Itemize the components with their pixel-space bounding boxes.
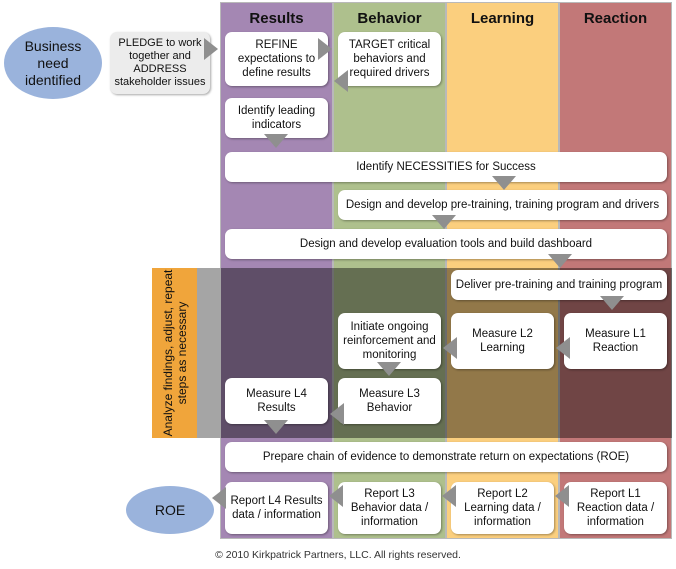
arrow-right-icon	[318, 38, 332, 60]
chain-of-evidence-box: Prepare chain of evidence to demonstrate…	[225, 442, 667, 472]
analyze-feedback-label: Analyze findings, adjust, repeat steps a…	[160, 269, 189, 437]
report-l3-text: Report L3 Behavior data / information	[350, 488, 429, 528]
arrow-down-icon	[377, 362, 401, 376]
business-need-ellipse: Business need identified	[4, 27, 102, 99]
report-l4-text: Report L4 Results data / information	[230, 495, 323, 521]
column-header-learning: Learning	[470, 10, 535, 27]
chain-of-evidence-text: Prepare chain of evidence to demonstrate…	[262, 451, 630, 463]
leading-indicators-box: Identify leading indicators	[225, 98, 328, 138]
leading-indicators-text: Identify leading indicators	[237, 105, 316, 131]
overlay-edge-strip	[197, 268, 221, 438]
pledge-box: PLEDGE to work together and ADDRESS stak…	[110, 32, 210, 94]
measure-l2-text: Measure L2 Learning	[472, 328, 533, 354]
arrow-left-icon	[556, 337, 570, 359]
necessities-text: Identify NECESSITIES for Success	[356, 161, 536, 173]
report-l4-box: Report L4 Results data / information	[225, 482, 328, 534]
arrow-right-icon	[204, 38, 218, 60]
design-evaluation-text: Design and develop evaluation tools and …	[299, 238, 593, 250]
arrow-down-icon	[600, 296, 624, 310]
roe-ellipse: ROE	[126, 486, 214, 534]
arrow-down-icon	[432, 215, 456, 229]
design-training-box: Design and develop pre-training, trainin…	[338, 190, 667, 220]
measure-l1-text: Measure L1 Reaction	[585, 328, 646, 354]
arrow-left-icon	[329, 485, 343, 507]
ongoing-reinforcement-text: Initiate ongoing reinforcement and monit…	[343, 321, 436, 361]
measure-l4-box: Measure L4 Results	[225, 378, 328, 424]
copyright-notice: © 2010 Kirkpatrick Partners, LLC. All ri…	[215, 549, 461, 561]
arrow-left-icon	[443, 337, 457, 359]
arrow-down-icon	[264, 134, 288, 148]
refine-text: REFINE expectations to define results	[237, 39, 316, 79]
report-l1-text: Report L1 Reaction data / information	[576, 488, 655, 528]
measure-l4-text: Measure L4 Results	[246, 388, 307, 414]
pledge-text: PLEDGE to work together and ADDRESS stak…	[114, 37, 206, 88]
arrow-left-icon	[330, 403, 344, 425]
necessities-box: Identify NECESSITIES for Success	[225, 152, 667, 182]
measure-l3-text: Measure L3 Behavior	[359, 388, 420, 414]
report-l3-box: Report L3 Behavior data / information	[338, 482, 441, 534]
column-header-reaction: Reaction	[583, 10, 648, 27]
ongoing-reinforcement-box: Initiate ongoing reinforcement and monit…	[338, 313, 441, 369]
arrow-left-icon	[442, 485, 456, 507]
measure-l3-box: Measure L3 Behavior	[338, 378, 441, 424]
target-box: TARGET critical behaviors and required d…	[338, 32, 441, 86]
arrow-left-icon	[334, 70, 348, 92]
report-l2-text: Report L2 Learning data / information	[464, 488, 541, 528]
arrow-left-icon	[555, 485, 569, 507]
refine-box: REFINE expectations to define results	[225, 32, 328, 86]
design-evaluation-box: Design and develop evaluation tools and …	[225, 229, 667, 259]
arrow-down-icon	[548, 254, 572, 268]
business-need-label: Business need identified	[24, 37, 82, 88]
analyze-feedback-bar: Analyze findings, adjust, repeat steps a…	[152, 268, 197, 438]
deliver-training-box: Deliver pre-training and training progra…	[451, 270, 667, 300]
deliver-training-text: Deliver pre-training and training progra…	[455, 279, 663, 291]
roe-label: ROE	[154, 501, 186, 518]
column-header-behavior: Behavior	[357, 10, 422, 27]
measure-l1-box: Measure L1 Reaction	[564, 313, 667, 369]
report-l1-box: Report L1 Reaction data / information	[564, 482, 667, 534]
column-header-results: Results	[249, 10, 304, 27]
measure-l2-box: Measure L2 Learning	[451, 313, 554, 369]
report-l2-box: Report L2 Learning data / information	[451, 482, 554, 534]
target-text: TARGET critical behaviors and required d…	[348, 39, 431, 79]
arrow-down-icon	[492, 176, 516, 190]
arrow-left-icon	[212, 487, 226, 509]
design-training-text: Design and develop pre-training, trainin…	[345, 199, 660, 211]
arrow-down-icon	[264, 420, 288, 434]
